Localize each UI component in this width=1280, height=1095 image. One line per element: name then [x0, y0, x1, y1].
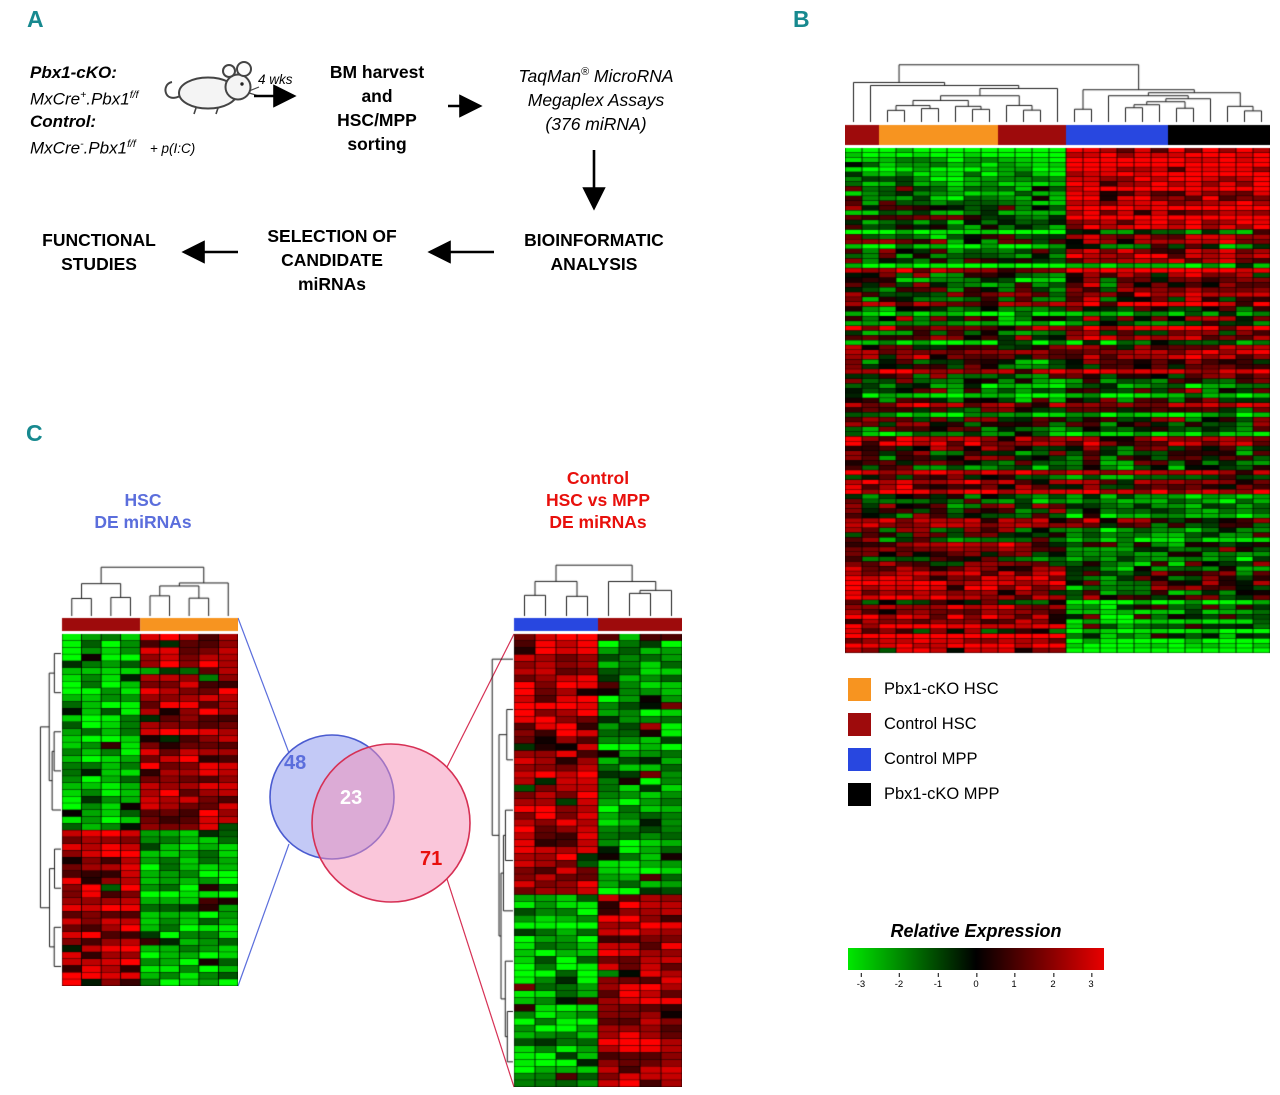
genotype-control-head-line: Control:	[30, 111, 195, 133]
step-bioinf-line: ANALYSIS	[550, 254, 638, 274]
step-taqman: TaqMan® MicroRNA Megaplex Assays (376 mi…	[490, 60, 702, 136]
step-bm-line: sorting	[347, 134, 407, 154]
taqman-post: MicroRNA	[589, 65, 674, 86]
legend-label: Pbx1-cKO HSC	[884, 680, 999, 698]
venn-overlay	[237, 617, 515, 1088]
genotype-cko-head: Pbx1-cKO:	[30, 63, 117, 82]
genotype-control-mid: .Pbx1	[83, 138, 128, 158]
legend-item-cko-hsc: Pbx1-cKO HSC	[848, 678, 1000, 701]
dark-red-swatch	[848, 713, 871, 736]
step-selection: SELECTION OF CANDIDATE miRNAs	[247, 224, 417, 296]
flow-arrows	[181, 84, 606, 264]
step-selection-line: miRNAs	[297, 274, 367, 294]
hsc-de-title: HSC DE miRNAs	[73, 489, 213, 533]
venn-count-right: 71	[420, 848, 443, 870]
venn-count-overlap: 23	[340, 787, 363, 809]
legend-item-control-hsc: Control HSC	[848, 713, 1000, 736]
colorbar-title: Relative Expression	[890, 921, 1062, 941]
colorbar-ticks: -3 -2 -1 0 1 2 3	[848, 972, 1104, 992]
control-de-title-line: DE miRNAs	[549, 512, 647, 532]
hsc-de-title-line: DE miRNAs	[94, 512, 192, 532]
step-functional: FUNCTIONAL STUDIES	[20, 228, 178, 276]
legend-label: Control HSC	[884, 715, 977, 733]
genotype-cko-head-line: Pbx1-cKO:	[30, 62, 195, 84]
colorbar-tick: 1	[1011, 973, 1017, 990]
colorbar-tick: 3	[1088, 973, 1094, 990]
step-bm-harvest: BM harvest and HSC/MPP sorting	[310, 60, 444, 156]
colorbar-tick: 0	[973, 973, 979, 990]
step-bm-line: HSC/MPP	[337, 110, 417, 130]
legend-label: Pbx1-cKO MPP	[884, 785, 1000, 803]
panel-c-label: C	[26, 420, 43, 446]
connector-blue-top	[237, 617, 290, 754]
panel-b-label: B	[793, 6, 810, 32]
control-de-title-line: Control	[566, 468, 630, 488]
population-legend: Pbx1-cKO HSC Control HSC Control MPP Pbx…	[848, 678, 1000, 806]
panel-a-label: A	[27, 6, 44, 32]
duration-label: 4 wks	[258, 72, 293, 87]
black-swatch	[848, 783, 871, 806]
control-de-title-line: HSC vs MPP	[545, 490, 651, 510]
colorbar-tick: -3	[856, 973, 866, 990]
colorbar-tick: -1	[933, 973, 943, 990]
step-bioinf-line: BIOINFORMATIC	[524, 230, 664, 250]
step-taqman-line3: (376 miRNA)	[545, 113, 647, 134]
genotype-control-head: Control:	[30, 111, 97, 131]
registered-mark: ®	[581, 66, 589, 78]
legend-item-control-mpp: Control MPP	[848, 748, 1000, 771]
blue-swatch	[848, 748, 871, 771]
venn-count-left: 48	[284, 752, 307, 774]
genotype-cko-line: MxCre+.Pbx1f/f	[30, 84, 195, 111]
taqman-name: TaqMan	[518, 65, 581, 86]
step-taqman-line2: Megaplex Assays	[527, 89, 665, 110]
step-functional-line: STUDIES	[61, 254, 137, 274]
connector-blue-bottom	[237, 843, 290, 987]
genotype-control-pre: MxCre	[30, 138, 81, 158]
orange-swatch	[848, 678, 871, 701]
legend-item-cko-mpp: Pbx1-cKO MPP	[848, 783, 1000, 806]
venn-circle-control	[311, 743, 471, 903]
step-bm-line: BM harvest	[329, 62, 425, 82]
colorbar-tick: -2	[894, 973, 904, 990]
step-selection-line: CANDIDATE	[281, 250, 383, 270]
superscript-ff: f/f	[129, 89, 139, 101]
genotype-block: Pbx1-cKO: MxCre+.Pbx1f/f Control: MxCre-…	[30, 62, 195, 160]
genotype-control-line: MxCre-.Pbx1f/f + p(I:C)	[30, 133, 195, 161]
step-selection-line: SELECTION OF	[267, 226, 397, 246]
heatmap-c-right-canvas	[490, 550, 682, 1087]
colorbar-tick: 2	[1050, 973, 1056, 990]
superscript-minus: -	[80, 137, 84, 150]
genotype-cko-mid: .Pbx1	[86, 89, 130, 109]
heatmap-c-left-canvas	[38, 550, 238, 986]
step-taqman-line1: TaqMan® MicroRNA	[490, 60, 702, 88]
legend-label: Control MPP	[884, 750, 978, 768]
genotype-cko-pre: MxCre	[30, 89, 81, 109]
superscript-plus: +	[80, 89, 87, 101]
step-bm-line: and	[361, 86, 393, 106]
pic-injection-label: + p(I:C)	[149, 141, 196, 157]
superscript-ff2: f/f	[127, 137, 136, 150]
step-bioinformatic: BIOINFORMATIC ANALYSIS	[500, 228, 688, 276]
mouse-icon	[164, 61, 260, 115]
step-functional-line: FUNCTIONAL	[42, 230, 156, 250]
control-de-title: Control HSC vs MPP DE miRNAs	[512, 467, 684, 533]
heatmap-b-canvas	[845, 52, 1270, 658]
colorbar-gradient	[848, 948, 1104, 970]
hsc-de-title-line: HSC	[124, 490, 162, 510]
